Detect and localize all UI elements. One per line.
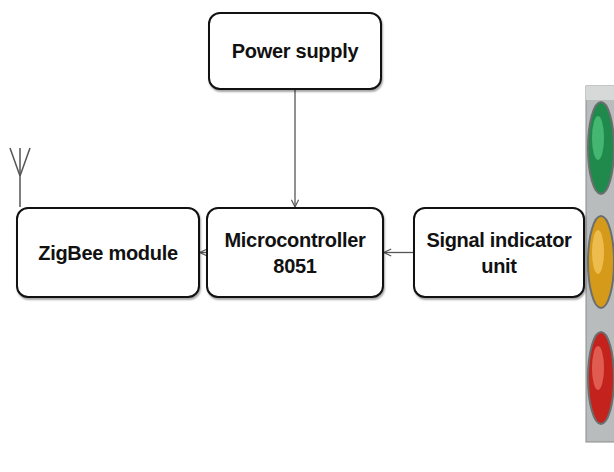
box-label: ZigBee module — [38, 240, 177, 266]
box-label: Microcontroller 8051 — [216, 227, 374, 279]
box-label: Power supply — [232, 38, 358, 64]
process-box: Signal indicator unit — [413, 207, 585, 298]
process-box: Microcontroller 8051 — [206, 207, 384, 298]
traffic-light — [586, 86, 614, 442]
box-content: Power supply — [232, 38, 358, 64]
box-content: Microcontroller 8051 — [216, 227, 374, 279]
box-content: ZigBee module — [38, 240, 177, 266]
arrow-connector — [384, 252, 413, 253]
process-box: Power supply — [208, 12, 382, 90]
box-content: Signal indicator unit — [423, 227, 575, 279]
box-label: Signal indicator unit — [423, 227, 575, 279]
arrow-connector — [294, 90, 295, 207]
process-box: ZigBee module — [16, 207, 200, 298]
antenna-symbol — [10, 148, 30, 207]
